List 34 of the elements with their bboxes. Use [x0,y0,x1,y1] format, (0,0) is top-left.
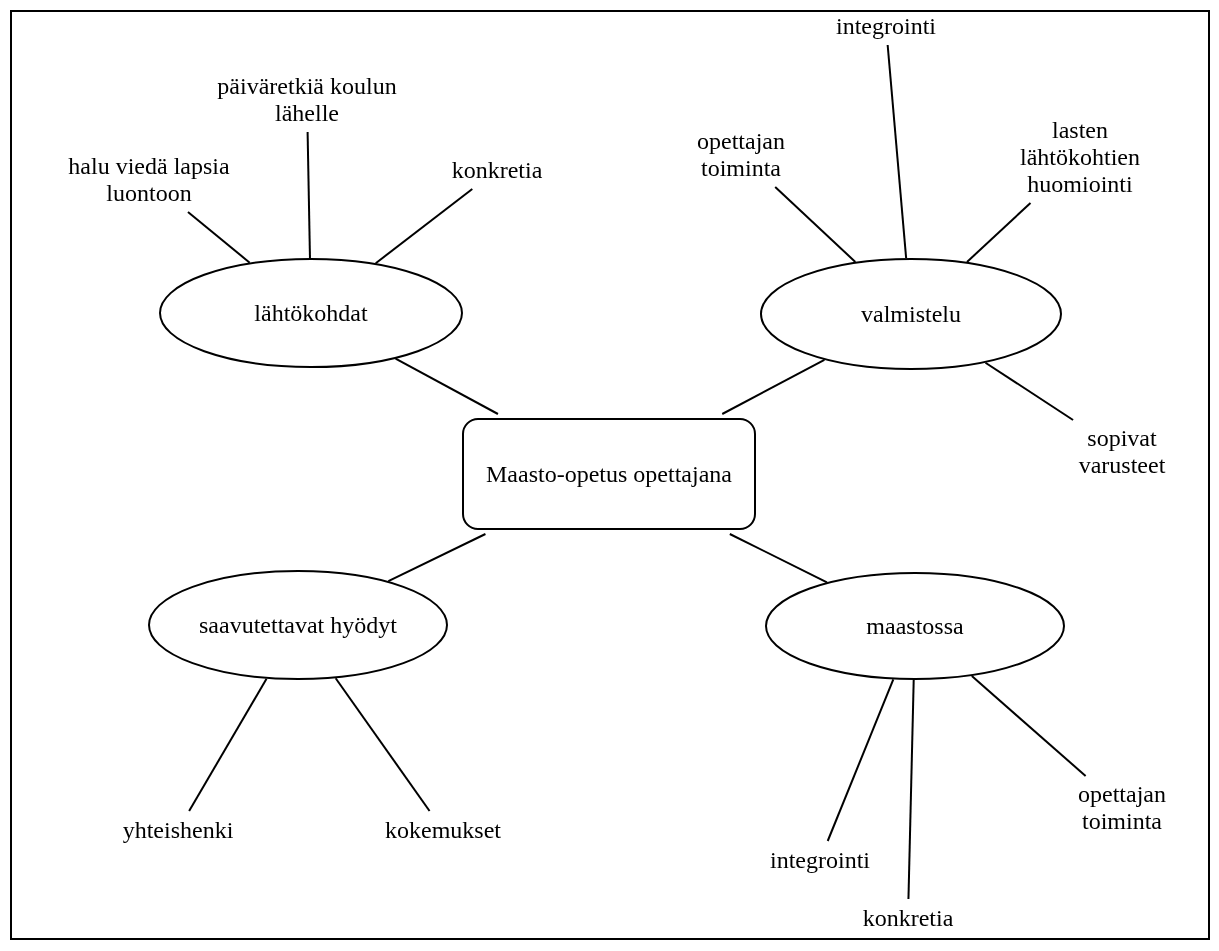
node-label: päiväretkiä koulun lähelle [216,73,398,127]
node-label: konkretia [451,156,543,184]
connector-line [970,674,1087,777]
node-label: halu viedä lapsia luontoon [67,153,231,207]
connector-line [826,678,895,842]
connector-line [187,211,251,264]
connector-line [966,202,1032,263]
connector-line [728,533,828,584]
node-label: sopivat varusteet [1077,425,1167,479]
connector-line [907,679,915,900]
node-label: kokemukset [385,816,501,844]
connector-line [984,361,1075,421]
node-label: opettajan toiminta [696,128,786,182]
node-label: lähtökohdat [254,299,368,327]
node-label: opettajan toiminta [1077,781,1167,835]
node-label: integrointi [770,846,870,874]
connector-line [886,44,908,260]
central-box [462,418,756,530]
connector-line [387,533,487,583]
connector-line [188,677,268,812]
connector-line [721,358,826,415]
node-label: Maasto-opetus opettajana [486,460,732,488]
connector-line [334,677,431,812]
node-label: lasten lähtökohtien huomiointi [1019,116,1141,198]
node-label: yhteishenki [122,816,234,844]
node-label: saavutettavat hyödyt [199,611,397,639]
node-label: integrointi [836,12,936,40]
connector-line [394,357,499,415]
connector-line [774,186,857,263]
node-label: maastossa [866,612,964,640]
node-label: valmistelu [861,300,961,328]
connector-line [374,188,474,265]
node-label: konkretia [862,904,954,932]
connector-line [306,131,311,259]
